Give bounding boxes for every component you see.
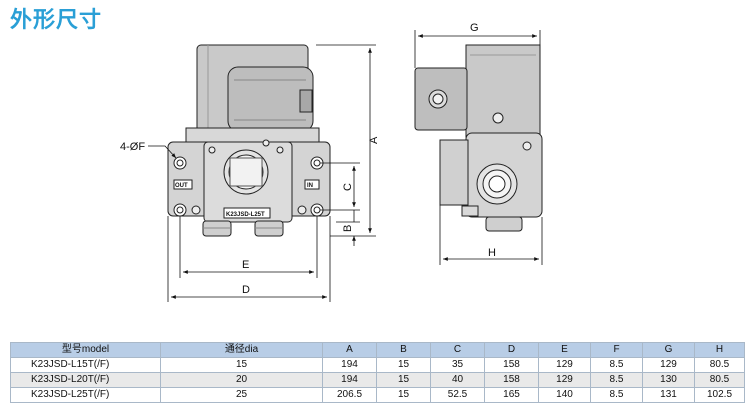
cell-b: 15 <box>376 357 431 373</box>
page-title: 外形尺寸 <box>10 8 103 33</box>
cell-dia: 25 <box>160 387 323 403</box>
cell-b: 15 <box>376 387 431 403</box>
cell-d: 158 <box>484 357 539 373</box>
out-port-tag <box>173 179 193 190</box>
cell-g: 129 <box>642 357 695 373</box>
front-view <box>167 44 331 237</box>
cell-model: K23JSD-L20T(/F) <box>10 372 161 388</box>
nameplate <box>223 207 271 219</box>
cell-c: 35 <box>430 357 485 373</box>
cell-h: 80.5 <box>694 357 745 373</box>
cell-d: 165 <box>484 387 539 403</box>
header-a: A <box>322 342 377 358</box>
header-c: C <box>430 342 485 358</box>
cell-a: 206.5 <box>322 387 377 403</box>
cell-f: 8.5 <box>590 357 643 373</box>
cell-b: 15 <box>376 372 431 388</box>
nameplate-label: K23JSD-L25T <box>226 212 265 218</box>
cell-model: K23JSD-L15T(/F) <box>10 357 161 373</box>
table-header-row: 型号model 通径dia A B C D E F G H <box>10 342 745 358</box>
cell-e: 140 <box>538 387 591 403</box>
dim-g-label: G <box>470 22 479 34</box>
cell-g: 130 <box>642 372 695 388</box>
dim-h-label: H <box>488 247 496 259</box>
cell-f: 8.5 <box>590 372 643 388</box>
header-e: E <box>538 342 591 358</box>
cell-h: 80.5 <box>694 372 745 388</box>
cell-f: 8.5 <box>590 387 643 403</box>
header-b: B <box>376 342 431 358</box>
mounting-hole <box>173 156 187 170</box>
dim-c-label: C <box>342 183 354 191</box>
cell-e: 129 <box>538 357 591 373</box>
cell-d: 158 <box>484 372 539 388</box>
cell-dia: 15 <box>160 357 323 373</box>
table-row: K23JSD-L15T(/F) 15 194 15 35 158 129 8.5… <box>10 357 745 373</box>
cell-a: 194 <box>322 357 377 373</box>
header-f: F <box>590 342 643 358</box>
dim-f-label: 4-ØF <box>120 141 145 153</box>
out-port-label: OUT <box>175 183 188 189</box>
dim-e-label: E <box>242 259 249 271</box>
side-view <box>414 44 543 232</box>
cell-e: 129 <box>538 372 591 388</box>
spec-table: 型号model 通径dia A B C D E F G H K23JSD-L15… <box>10 342 745 403</box>
header-model: 型号model <box>10 342 161 358</box>
header-dia: 通径dia <box>160 342 323 358</box>
cell-model: K23JSD-L25T(/F) <box>10 387 161 403</box>
cell-c: 40 <box>430 372 485 388</box>
dimension-drawing: OUT IN K23JSD-L25T A C B E D 4-ØF <box>120 22 543 302</box>
mounting-hole <box>173 203 187 217</box>
dim-b-label: B <box>342 225 354 232</box>
cell-h: 102.5 <box>694 387 745 403</box>
dim-a-label: A <box>368 136 380 144</box>
side-housing <box>465 44 541 138</box>
cell-g: 131 <box>642 387 695 403</box>
front-dimensions <box>148 44 376 302</box>
header-g: G <box>642 342 695 358</box>
header-d: D <box>484 342 539 358</box>
table-row: K23JSD-L20T(/F) 20 194 15 40 158 129 8.5… <box>10 372 745 388</box>
in-port-tag <box>304 179 320 190</box>
header-h: H <box>694 342 745 358</box>
table-row: K23JSD-L25T(/F) 25 206.5 15 52.5 165 140… <box>10 387 745 403</box>
cell-a: 194 <box>322 372 377 388</box>
in-port-label: IN <box>307 183 313 189</box>
cell-dia: 20 <box>160 372 323 388</box>
dim-d-label: D <box>242 284 250 296</box>
cell-c: 52.5 <box>430 387 485 403</box>
side-dimensions <box>414 30 543 265</box>
side-bottom-fitting <box>485 216 523 232</box>
